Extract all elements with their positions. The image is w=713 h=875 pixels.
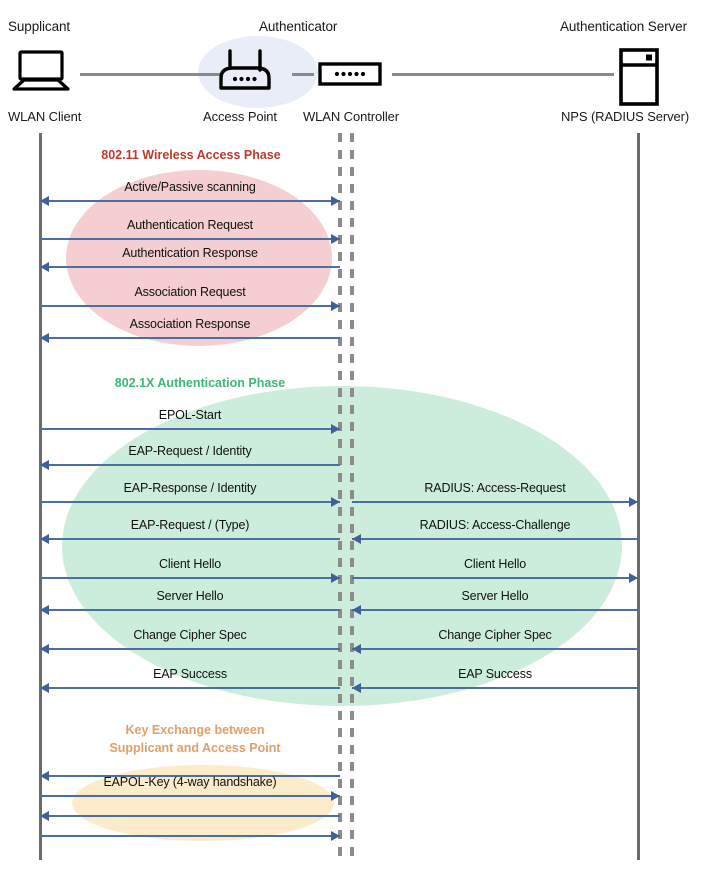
actor-role-authentication-server: Authentication Server [560,19,687,34]
message-label: Server Hello [156,589,224,603]
message-label: Client Hello [158,557,222,571]
lifeline-access-point [338,133,342,860]
actor-role-supplicant: Supplicant [8,19,71,34]
arrow-head-right [629,572,638,583]
message-line [40,775,340,777]
arrow-head-right [331,496,340,507]
message-line [40,538,340,540]
message-line [40,577,340,579]
message-line [40,200,340,202]
message-label: Association Response [129,317,251,331]
arrow-head-left [40,810,49,821]
message-line [40,238,340,240]
message-label: EPOL-Start [158,408,222,422]
arrow-head-left [40,604,49,615]
message-label: EAP-Response / Identity [123,481,257,495]
message-label: Server Hello [461,589,529,603]
message-line [40,687,340,689]
message-line [352,577,638,579]
wire-ap-to-controller [292,73,314,76]
message-line [40,428,340,430]
message-line [40,266,340,268]
arrow-head-left [40,533,49,544]
arrow-head-right [331,195,340,206]
message-label: Client Hello [463,557,527,571]
arrow-head-right [629,496,638,507]
arrow-head-right [331,233,340,244]
message-label: Association Request [134,285,246,299]
arrow-head-left [40,643,49,654]
message-label: EAP Success [458,667,532,681]
phase-blob-dot1x-auth [62,386,622,706]
actor-caption-wlan-client: WLAN Client [8,109,82,124]
phase-label-wireless-access: 802.11 Wireless Access Phase [101,148,281,162]
message-line [352,648,638,650]
message-label: Change Cipher Spec [438,628,552,642]
actor-caption-wlan-controller: WLAN Controller [303,109,400,124]
arrow-head-left [352,533,361,544]
arrow-head-left [352,604,361,615]
message-line [40,648,340,650]
arrow-head-right [331,790,340,801]
lifeline-supplicant [39,133,42,860]
arrow-head-left [40,459,49,470]
message-line [40,305,340,307]
phase-blob-wireless-access [66,170,332,346]
message-line [352,687,638,689]
arrow-head-right [331,423,340,434]
message-line [40,815,340,817]
actor-caption-access-point: Access Point [203,109,277,124]
wire-client-to-ap [80,73,220,76]
message-label: Change Cipher Spec [133,628,247,642]
message-line [352,501,638,503]
phase-label-dot1x-auth: 802.1X Authentication Phase [114,376,286,390]
phase-blob-key-exchange [72,765,334,841]
message-line [40,501,340,503]
server-rack-icon [619,48,659,111]
message-line [40,835,340,837]
message-line [40,464,340,466]
message-line [40,337,340,339]
actor-role-authenticator: Authenticator [259,19,338,34]
network-switch-icon [318,62,382,91]
message-label: Authentication Request [127,218,253,232]
arrow-head-left [352,682,361,693]
lifeline-wlan-controller [350,133,354,860]
arrow-head-left [40,195,49,206]
phase-label-key-exchange: Key Exchange between Supplicant and Acce… [109,723,281,755]
message-line [352,609,638,611]
arrow-head-right [331,830,340,841]
message-label: RADIUS: Access-Challenge [419,518,571,532]
actor-caption-nps-radius-server: NPS (RADIUS Server) [561,109,690,124]
arrow-head-left [40,770,49,781]
authenticator-group-blob [198,36,318,108]
message-line [40,795,340,797]
message-label: EAP-Request / (Type) [130,518,250,532]
arrow-head-right [331,300,340,311]
lifeline-auth-server [637,133,640,860]
message-label: Active/Passive scanning [124,180,256,194]
message-label: EAPOL-Key (4-way handshake) [103,775,277,789]
laptop-icon [12,50,70,97]
arrow-head-left [352,643,361,654]
message-label: RADIUS: Access-Request [424,481,566,495]
message-label: Authentication Response [122,246,258,260]
wireless-router-icon [216,48,274,97]
arrow-head-left [40,332,49,343]
arrow-head-left [40,261,49,272]
message-label: EAP-Request / Identity [128,444,252,458]
arrow-head-right [331,572,340,583]
message-line [352,538,638,540]
arrow-head-left [40,682,49,693]
wire-controller-to-server [392,73,614,76]
message-line [40,609,340,611]
message-label: EAP Success [153,667,227,681]
